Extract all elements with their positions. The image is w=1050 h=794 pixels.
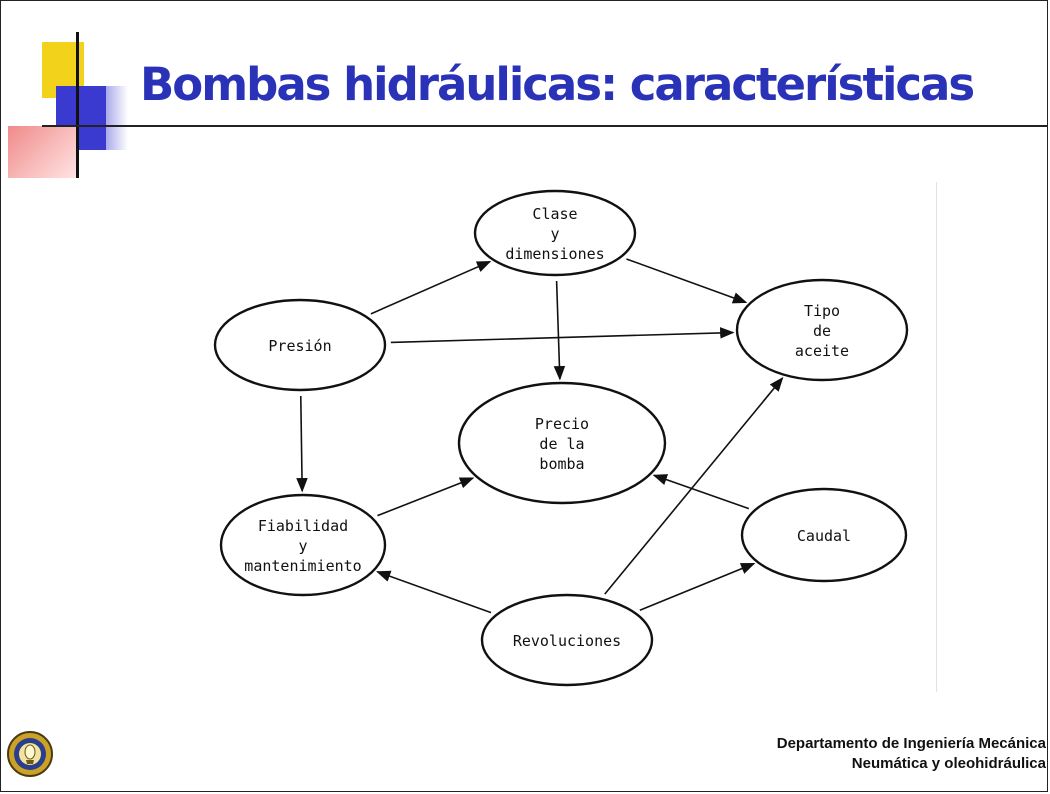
footer-department: Departamento de Ingeniería Mecánica [776, 735, 1046, 752]
arrow-revoluciones-to-caudal [639, 562, 756, 611]
arrow-clase-to-tipo [626, 258, 748, 304]
slide-title: Bombas hidráulicas: características [140, 58, 975, 111]
arrow-presion-to-tipo [390, 327, 735, 344]
node-caudal: Caudal [740, 487, 908, 583]
university-logo-icon [7, 731, 53, 777]
node-clase: Clase y dimensiones [473, 189, 637, 277]
node-precio: Precio de la bomba [457, 381, 667, 505]
arrow-caudal-to-precio [652, 474, 750, 510]
image-edge [936, 182, 937, 692]
node-fiabilidad-label-2: mantenimiento [244, 557, 361, 575]
node-presion-ellipse [213, 298, 387, 392]
node-precio-label-2: bomba [539, 455, 584, 473]
node-presion: Presión [213, 298, 387, 392]
node-revoluciones-ellipse [480, 593, 654, 687]
node-tipo-label-1: de [813, 322, 831, 340]
node-revoluciones-label-0: Revoluciones [513, 632, 621, 650]
node-precio-label-1: de la [539, 435, 584, 453]
arrow-presion-to-fiabilidad [296, 395, 308, 493]
footer-course: Neumática y oleohidráulica [851, 755, 1046, 772]
node-clase-ellipse [473, 189, 637, 277]
node-caudal-ellipse [740, 487, 908, 583]
arrow-revoluciones-to-tipo [604, 376, 784, 595]
node-tipo-ellipse [735, 278, 909, 382]
node-caudal-label-0: Caudal [797, 527, 851, 545]
node-tipo-label-2: aceite [795, 342, 849, 360]
decor-vertical-rule [76, 32, 79, 178]
footer: Departamento de Ingeniería Mecánica Neum… [777, 734, 1046, 774]
node-clase-label-1: y [550, 225, 559, 243]
node-fiabilidad-ellipse [219, 493, 387, 597]
node-fiabilidad-label-1: y [298, 537, 307, 555]
node-precio-ellipse [457, 381, 667, 505]
node-clase-label-2: dimensiones [505, 245, 604, 263]
decor-blue-fade [100, 86, 128, 150]
arrow-fiabilidad-to-precio [377, 477, 475, 517]
node-precio-label-0: Precio [535, 415, 589, 433]
node-fiabilidad: Fiabilidad y mantenimiento [219, 493, 387, 597]
node-tipo: Tipo de aceite [735, 278, 909, 382]
arrow-clase-to-precio [553, 280, 566, 381]
node-fiabilidad-label-0: Fiabilidad [258, 517, 348, 535]
arrow-revoluciones-to-fiabilidad [376, 570, 492, 614]
node-tipo-label-0: Tipo [804, 302, 840, 320]
node-presion-label-0: Presión [268, 337, 331, 355]
node-revoluciones: Revoluciones [480, 593, 654, 687]
decor-red-square [8, 126, 76, 178]
title-underline [42, 125, 1047, 127]
edges-layer [296, 258, 784, 614]
node-clase-label-0: Clase [532, 205, 577, 223]
arrow-presion-to-clase [370, 260, 492, 315]
